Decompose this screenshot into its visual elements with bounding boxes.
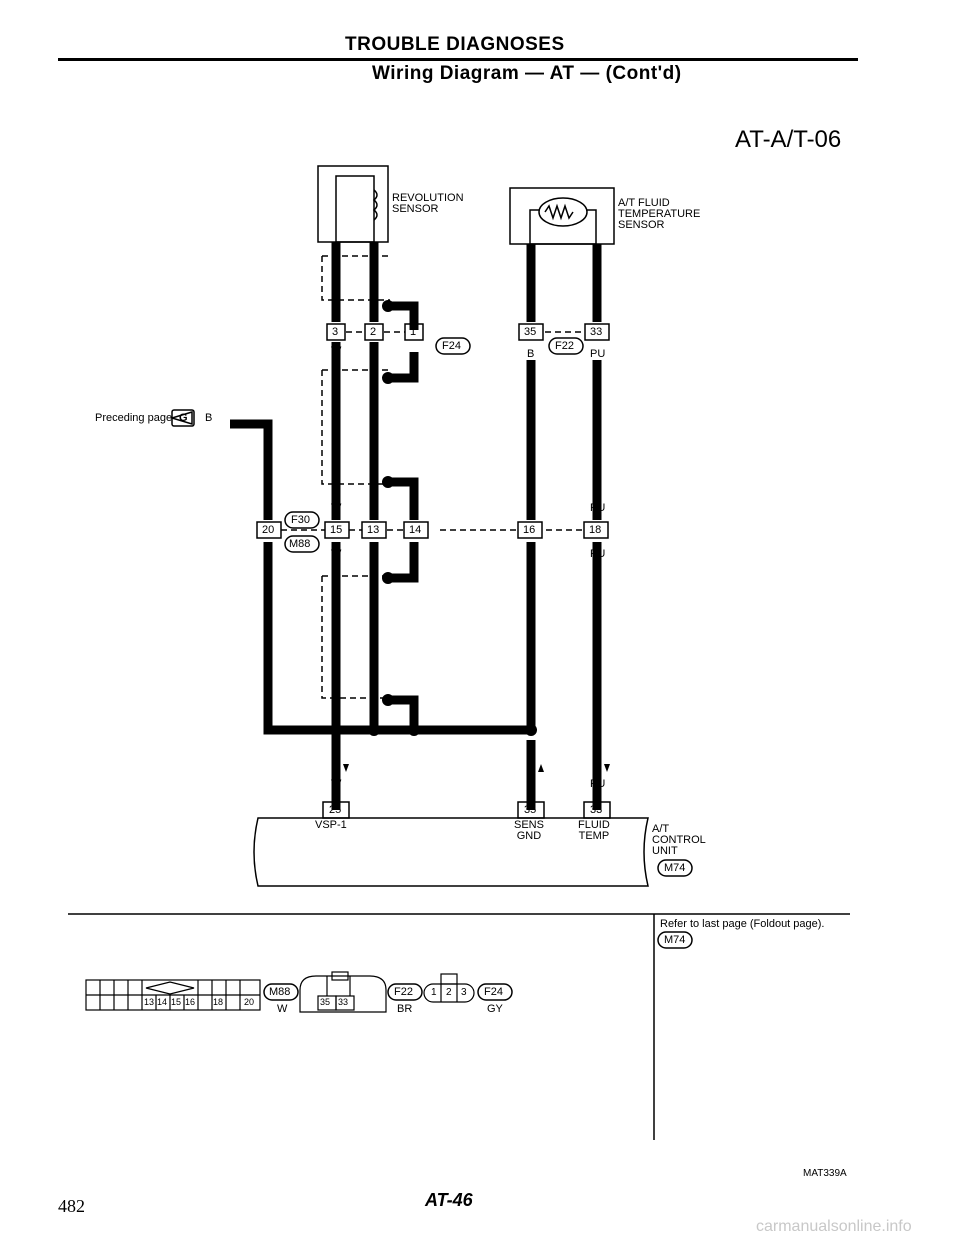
- f22-pin: 35: [320, 997, 331, 1007]
- pin-33-top: 33: [590, 326, 603, 338]
- connector-f24: F24: [442, 340, 461, 352]
- pin-2: 2: [370, 326, 377, 338]
- wire-color: B: [370, 345, 378, 357]
- revolution-sensor: [317, 165, 389, 243]
- wire-color: B: [527, 348, 535, 360]
- connector-f30: F30: [291, 514, 310, 526]
- wire-color: B: [370, 548, 378, 560]
- m88-pin: 18: [213, 997, 224, 1007]
- pin-1: 1: [410, 326, 417, 338]
- wire-color: PU: [590, 502, 606, 514]
- pin-33-ecu: 33: [590, 804, 603, 816]
- connector-m88: M88: [289, 538, 311, 550]
- page-number: 482: [58, 1196, 85, 1216]
- f22-pin: 33: [338, 997, 349, 1007]
- lower-connector-ids: [263, 931, 693, 1001]
- pin-3: 3: [332, 326, 339, 338]
- terminal-vsp1: VSP-1: [315, 819, 347, 831]
- fluid-temp-sensor-label: A/T FLUID TEMPERATURE SENSOR: [618, 197, 701, 231]
- connector-ids: [169, 337, 693, 877]
- wire-color: W: [331, 502, 342, 514]
- f24-connector-id: F24: [484, 986, 503, 998]
- control-unit-box: [253, 817, 649, 887]
- refer-connector: M74: [664, 934, 686, 946]
- revolution-sensor-label: REVOLUTION SENSOR: [392, 192, 464, 215]
- m88-pin: 20: [244, 997, 255, 1007]
- connector-f22: F22: [555, 340, 574, 352]
- diagram-code: AT-A/T-06: [735, 126, 842, 153]
- refer-note: Refer to last page (Foldout page).: [660, 918, 825, 930]
- wire-color: W: [331, 345, 342, 357]
- pin-35-top: 35: [524, 326, 537, 338]
- wire-color: PU: [590, 348, 606, 360]
- f22-connector-face: [299, 971, 387, 1013]
- wire-color: B: [370, 502, 378, 514]
- header-rule: [58, 58, 858, 61]
- pin-14: 14: [409, 524, 422, 536]
- f24-pin: 3: [461, 987, 467, 998]
- m88-pin: 15: [171, 997, 182, 1007]
- watermark: carmanualsonline.info: [756, 1218, 912, 1235]
- control-unit-label: A/T CONTROL UNIT: [652, 823, 706, 857]
- pin-15: 15: [330, 524, 343, 536]
- wire-color: B: [264, 502, 272, 514]
- f22-connector-id: F22: [394, 986, 413, 998]
- signal-arrows: [343, 764, 610, 772]
- wire-color: B: [527, 502, 535, 514]
- wire-color: PU: [590, 778, 606, 790]
- f22-connector-color: BR: [397, 1003, 413, 1015]
- pin-35-ecu: 35: [524, 804, 537, 816]
- page-title: TROUBLE DIAGNOSES: [345, 34, 565, 55]
- f24-connector-color: GY: [487, 1003, 503, 1015]
- terminal-sens-gnd: SENS GND: [514, 819, 544, 842]
- preceding-wire-color: B: [205, 412, 213, 424]
- f24-pin: 2: [446, 987, 452, 998]
- shields: [281, 255, 584, 699]
- terminal-fluid-temp: FLUID TEMP: [578, 819, 610, 842]
- wire-color: W: [331, 778, 342, 790]
- pin-13: 13: [367, 524, 380, 536]
- connector-pins: [256, 323, 611, 819]
- f24-pin: 1: [431, 987, 437, 998]
- pin-20: 20: [262, 524, 275, 536]
- wire-color: B: [527, 778, 535, 790]
- m88-pin: 14: [157, 997, 168, 1007]
- m88-pin: 16: [185, 997, 196, 1007]
- control-unit-connector: M74: [664, 862, 686, 874]
- pin-16: 16: [523, 524, 536, 536]
- wire-color: PU: [590, 548, 606, 560]
- preceding-page-ref: G: [179, 412, 188, 424]
- wire-color: W: [331, 548, 342, 560]
- pin-18: 18: [589, 524, 602, 536]
- m88-pin: 13: [144, 997, 155, 1007]
- figure-id: MAT339A: [803, 1168, 847, 1179]
- splices: [368, 300, 537, 736]
- legend-frame: [68, 913, 850, 1140]
- fluid-temp-sensor: [509, 187, 615, 245]
- wire-color: B: [527, 548, 535, 560]
- page-subtitle: Wiring Diagram — AT — (Cont'd): [372, 63, 682, 84]
- f24-connector-face: [423, 973, 475, 1003]
- m88-connector-face: [85, 979, 261, 1011]
- m88-connector-color: W: [277, 1003, 288, 1015]
- wire-color: B: [264, 548, 272, 560]
- m88-connector-id: M88: [269, 986, 291, 998]
- preceding-page-label: Preceding page: [95, 412, 173, 424]
- pin-25-ecu: 25: [329, 804, 342, 816]
- page-footer: AT-46: [425, 1190, 473, 1210]
